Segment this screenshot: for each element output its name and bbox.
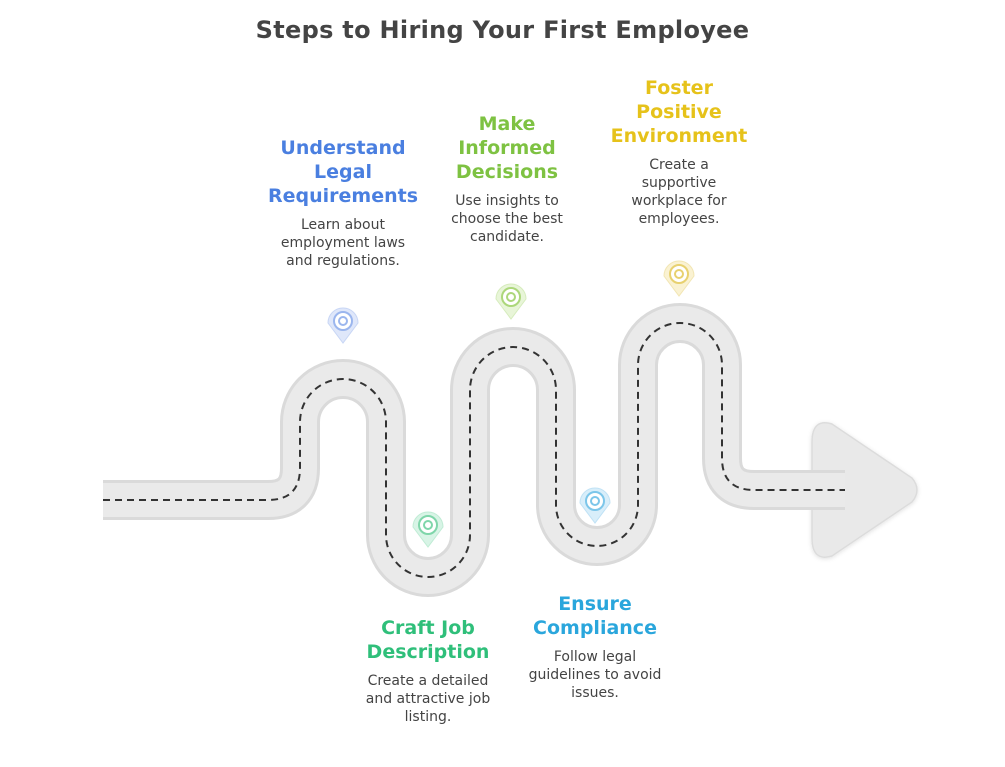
- pin-step-4: [579, 487, 611, 524]
- step-3: Make Informed Decisions Use insights to …: [427, 112, 587, 246]
- step-5-title: Foster Positive Environment: [610, 77, 748, 147]
- step-4-description: Follow legal guidelines to avoid issues.: [528, 649, 662, 701]
- pin-step-1: [327, 307, 359, 344]
- road-center-line: [103, 322, 845, 578]
- step-1-description: Learn about employment laws and regulati…: [280, 217, 406, 269]
- pin-step-3: [495, 283, 527, 320]
- diagram-title: Steps to Hiring Your First Employee: [255, 16, 750, 44]
- road-surface: [103, 306, 845, 594]
- step-5-description: Create a supportive workplace for employ…: [631, 157, 727, 227]
- step-2: Craft Job Description Create a detailed …: [343, 616, 513, 726]
- step-1: Understand Legal Requirements Learn abou…: [258, 136, 428, 270]
- step-2-description: Create a detailed and attractive job lis…: [365, 673, 491, 725]
- step-3-title: Make Informed Decisions: [455, 113, 559, 183]
- road-arrow-head: [811, 422, 918, 558]
- step-2-title: Craft Job Description: [366, 617, 490, 663]
- step-3-description: Use insights to choose the best candidat…: [451, 193, 563, 245]
- winding-road: [103, 303, 845, 597]
- pin-step-2: [412, 511, 444, 548]
- pin-step-5: [663, 260, 695, 297]
- step-5: Foster Positive Environment Create a sup…: [594, 76, 764, 228]
- step-4-title: Ensure Compliance: [533, 593, 657, 639]
- step-1-title: Understand Legal Requirements: [267, 137, 418, 207]
- step-4: Ensure Compliance Follow legal guideline…: [510, 592, 680, 702]
